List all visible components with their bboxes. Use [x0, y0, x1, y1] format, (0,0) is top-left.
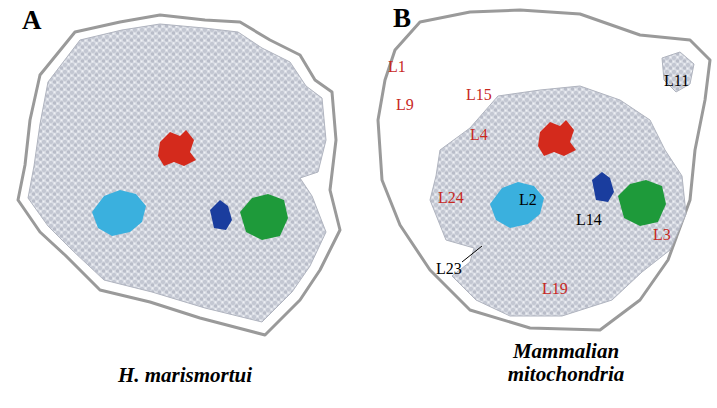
- patch-blue-a: [210, 200, 232, 230]
- protein-label: L24: [438, 189, 464, 207]
- patch-red-a: [158, 130, 196, 166]
- protein-label: L2: [519, 191, 537, 209]
- patch-green-a: [240, 194, 288, 240]
- panel-letter: B: [393, 4, 411, 34]
- patch-blue-b: [592, 172, 614, 202]
- species-caption: H. marismortui: [118, 364, 252, 387]
- protein-label: L1: [388, 58, 406, 76]
- ribosome-mass-b: [430, 86, 686, 316]
- outline-a: [18, 15, 340, 335]
- patch-red-b: [538, 120, 576, 156]
- outline-b: [378, 10, 710, 330]
- panel-letter: A: [22, 6, 42, 36]
- protein-label: L4: [470, 126, 488, 144]
- species-caption: Mammalian mitochondria: [491, 340, 641, 386]
- patch-green-b: [618, 180, 666, 226]
- mass-fragment-b: [662, 52, 694, 92]
- protein-label: L15: [466, 86, 492, 104]
- protein-label: L9: [396, 96, 414, 114]
- patch-cyan-a: [92, 190, 146, 236]
- protein-label: L11: [664, 72, 689, 90]
- patch-cyan-b: [490, 182, 544, 228]
- ribosome-mass-a: [28, 24, 326, 322]
- protein-label: L14: [576, 211, 602, 229]
- protein-label: L3: [653, 226, 671, 244]
- protein-label: L19: [542, 280, 568, 298]
- leader-line: [462, 246, 482, 262]
- protein-label: L23: [436, 260, 462, 278]
